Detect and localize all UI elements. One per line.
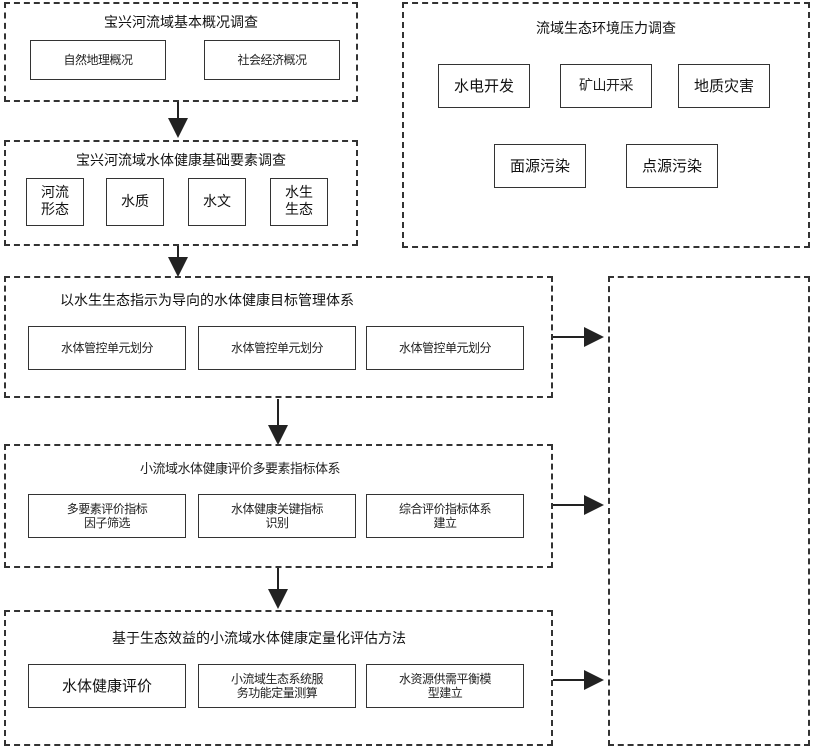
section-basin-overview (4, 2, 358, 102)
section-quantitative-assessment (4, 610, 553, 746)
water-balance-model-box: 水资源供需平衡模 型建立 (366, 664, 524, 708)
management-unit-label-3: 水体管控单元划分 (398, 340, 492, 355)
section-basic-elements-title: 宝兴河流域水体健康基础要素调查 (76, 153, 286, 169)
right-output-panel (608, 276, 810, 746)
section-pressure-survey (402, 2, 810, 248)
section-quantitative-assessment-title: 基于生态效益的小流域水体健康定量化评估方法 (112, 631, 406, 647)
aquatic-ecology-label: 水生 生态 (285, 185, 313, 218)
section-indicator-system-title: 小流域水体健康评价多要素指标体系 (140, 462, 341, 477)
nonpoint-pollution-box: 面源污染 (494, 144, 586, 188)
key-indicator-box: 水体健康关键指标 识别 (198, 494, 356, 538)
comprehensive-system-label: 综合评价指标体系 建立 (398, 501, 492, 530)
ecosystem-service-label: 小流域生态系统服 务功能定量测算 (230, 671, 324, 700)
section-basic-elements (4, 140, 358, 246)
social-economy-label: 社会经济概况 (237, 52, 307, 67)
water-quality-box: 水质 (106, 178, 164, 226)
section-pressure-survey-title: 流域生态环境压力调查 (536, 21, 676, 37)
water-balance-model-label: 水资源供需平衡模 型建立 (398, 671, 492, 700)
river-morphology-label: 河流 形态 (41, 185, 69, 218)
key-indicator-label: 水体健康关键指标 识别 (230, 501, 324, 530)
section-target-management (4, 276, 553, 398)
health-evaluation-box: 水体健康评价 (28, 664, 186, 708)
aquatic-ecology-box: 水生 生态 (270, 178, 328, 226)
geological-disaster-box: 地质灾害 (678, 64, 770, 108)
hydropower-box: 水电开发 (438, 64, 530, 108)
natural-geography-label: 自然地理概况 (63, 52, 133, 67)
river-morphology-box: 河流 形态 (26, 178, 84, 226)
hydrology-box: 水文 (188, 178, 246, 226)
management-unit-box-1: 水体管控单元划分 (28, 326, 186, 370)
section-target-management-title: 以水生生态指示为导向的水体健康目标管理体系 (60, 293, 354, 309)
management-unit-label-2: 水体管控单元划分 (230, 340, 324, 355)
mining-box: 矿山开采 (560, 64, 652, 108)
section-basin-overview-title: 宝兴河流域基本概况调查 (104, 15, 258, 31)
management-unit-box-2: 水体管控单元划分 (198, 326, 356, 370)
mining-label: 矿山开采 (579, 77, 634, 94)
indicator-screening-box: 多要素评价指标 因子筛选 (28, 494, 186, 538)
natural-geography-box: 自然地理概况 (30, 40, 166, 80)
management-unit-label-1: 水体管控单元划分 (60, 340, 154, 355)
section-indicator-system (4, 444, 553, 568)
comprehensive-system-box: 综合评价指标体系 建立 (366, 494, 524, 538)
point-pollution-box: 点源污染 (626, 144, 718, 188)
social-economy-box: 社会经济概况 (204, 40, 340, 80)
indicator-screening-label: 多要素评价指标 因子筛选 (66, 501, 148, 530)
ecosystem-service-box: 小流域生态系统服 务功能定量测算 (198, 664, 356, 708)
management-unit-box-3: 水体管控单元划分 (366, 326, 524, 370)
